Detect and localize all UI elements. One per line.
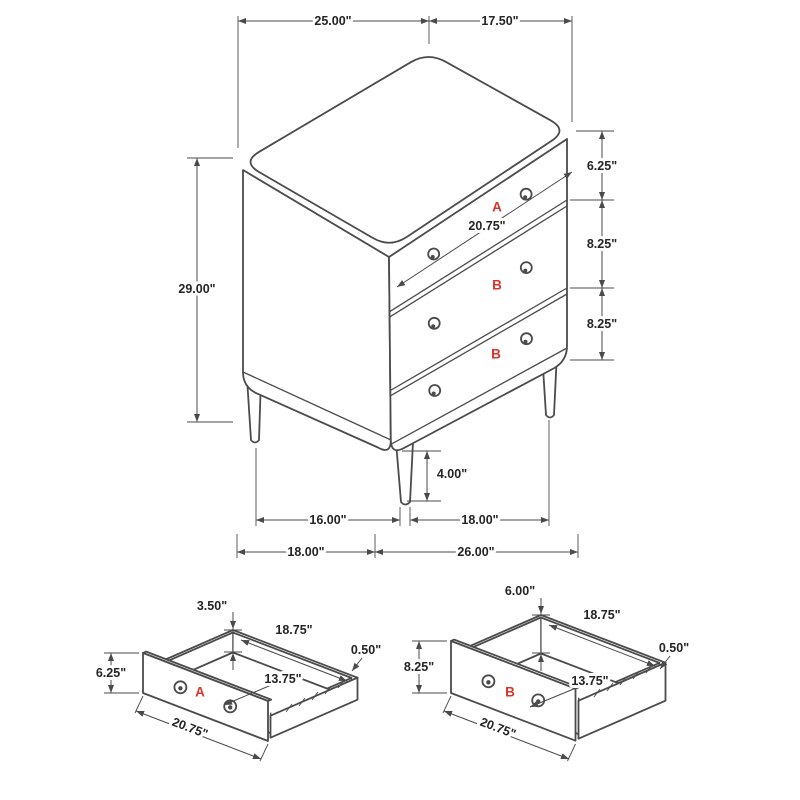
dim-a-wall-thickness: 0.50" <box>348 640 384 672</box>
dim-drawer-a-height-label: 8.25" <box>587 237 617 251</box>
drawer-b-label: B <box>492 278 502 293</box>
main-view: A B B 25.00" 17.50" 29.00" 6.25" <box>175 11 620 562</box>
drawer-knob <box>173 680 188 695</box>
dim-a-inner-depth-label: 13.75" <box>264 672 301 686</box>
front-bottom-rail <box>390 347 568 445</box>
drawer-knob <box>427 316 441 330</box>
front-leg <box>395 441 414 506</box>
dim-drawer-front-width-label: 20.75" <box>468 219 505 233</box>
dim-b-inner-depth-label: 13.75" <box>571 674 608 688</box>
dim-footprint-width-label: 26.00" <box>457 545 494 559</box>
drawer-knob <box>520 332 533 346</box>
dim-top-gap: 6.25" <box>570 130 620 201</box>
drawer-right-wall <box>269 676 359 739</box>
dim-top-depth-label: 17.50" <box>481 14 518 28</box>
dim-footprint-depth-label: 18.00" <box>287 545 324 559</box>
dim-top-gap-label: 6.25" <box>587 159 617 173</box>
dim-drawer-b-height: 8.25" <box>570 288 620 361</box>
drawer-divider <box>389 287 568 392</box>
drawer-knob <box>427 247 441 261</box>
drawer-a-detail: A 6.25" 3.50" 18.75" 0.50" 13.75" <box>93 596 384 762</box>
drawer-b-detail: B 8.25" 6.00" 18.75" 0.50" 13.75" <box>401 581 692 762</box>
dim-height-label: 29.00" <box>178 282 215 296</box>
drawer-knob <box>519 187 533 201</box>
dim-drawer-front-width: 20.75" <box>396 171 573 288</box>
dim-span-front-legs-label: 18.00" <box>461 513 498 527</box>
drawer-b-detail-label: B <box>505 685 515 700</box>
dim-a-side-height-label: 3.50" <box>197 599 227 613</box>
dim-b-side-height: 6.00" <box>502 581 550 671</box>
drawer-knob <box>519 261 533 275</box>
dim-a-front-height-label: 6.25" <box>96 666 126 680</box>
dim-b-inner-depth: 13.75" <box>529 671 612 708</box>
dim-span-side-legs: 16.00" <box>255 448 401 530</box>
dim-a-side-height: 3.50" <box>194 596 242 670</box>
dim-a-inner-depth: 13.75" <box>223 669 305 706</box>
dim-b-wall-thickness: 0.50" <box>656 638 692 670</box>
drawer-knob <box>531 693 546 708</box>
dim-b-front-height: 8.25" <box>401 640 447 694</box>
dim-span-side-legs-label: 16.00" <box>309 513 346 527</box>
dim-top-depth: 17.50" <box>429 11 573 122</box>
dim-leg-height-label: 4.00" <box>437 467 467 481</box>
dim-height: 29.00" <box>175 157 233 423</box>
dim-span-front-legs: 18.00" <box>409 420 550 530</box>
dim-a-front-height: 6.25" <box>93 652 139 694</box>
drawer-a-detail-label: A <box>195 685 205 700</box>
dim-footprint-depth: 18.00" <box>236 534 376 562</box>
dim-top-width-label: 25.00" <box>314 14 351 28</box>
dim-b-wall-thickness-label: 0.50" <box>659 641 689 655</box>
dim-a-wall-thickness-label: 0.50" <box>351 643 381 657</box>
side-bottom-rail <box>242 371 392 441</box>
dim-b-inner-width: 18.75" <box>548 605 656 667</box>
dim-drawer-a-height: 8.25" <box>570 200 620 289</box>
dim-b-inner-width-label: 18.75" <box>583 608 620 622</box>
dim-b-front-height-label: 8.25" <box>404 660 434 674</box>
dim-leg-height: 4.00" <box>402 450 470 502</box>
drawer-b2-label: B <box>491 347 501 362</box>
drawer-a-label: A <box>492 200 502 215</box>
drawer-knob <box>481 674 496 689</box>
dim-a-inner-width: 18.75" <box>240 620 348 682</box>
dim-b-front-width-label: 20.75" <box>478 715 518 741</box>
drawer-knob <box>428 384 442 397</box>
dim-footprint-width: 26.00" <box>375 534 579 562</box>
dim-b-side-height-label: 6.00" <box>505 584 535 598</box>
dim-a-inner-width-label: 18.75" <box>275 623 312 637</box>
dim-a-front-width-label: 20.75" <box>170 715 210 741</box>
drawer-divider <box>389 293 568 397</box>
drawer-right-wall <box>577 661 667 740</box>
top-face <box>249 56 561 244</box>
dim-drawer-b-height-label: 8.25" <box>587 317 617 331</box>
